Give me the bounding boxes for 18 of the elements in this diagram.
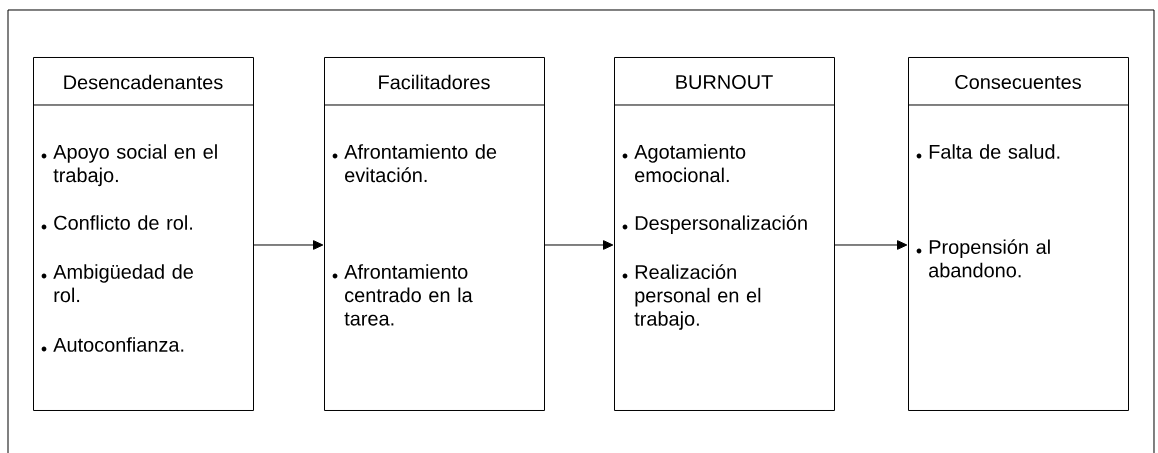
bullet-item: Agotamiento emocional. [622, 144, 746, 183]
column-heading: BURNOUT [676, 74, 773, 90]
bullet-item: Realización personal en el trabajo. [622, 264, 761, 330]
bullet-item: Afrontamiento centrado en la tarea. [332, 264, 473, 326]
bullet-item: Apoyo social en el trabajo. [41, 144, 217, 187]
bullet-item: Despersonalización [622, 215, 807, 234]
column-heading: Facilitadores [379, 74, 490, 90]
arrow [544, 240, 614, 250]
bullet-item: Autoconfianza. [41, 337, 184, 352]
bullet-item: Ambigüedad de rol. [41, 264, 193, 303]
column-heading: Desencadenantes [64, 74, 223, 90]
bullet-item: Afrontamiento de evitación. [332, 144, 497, 183]
bullet-item: Propensión al abandono. [916, 239, 1050, 278]
arrow [253, 240, 324, 250]
arrow [834, 240, 908, 250]
bullet-item: Falta de salud. [916, 144, 1060, 159]
column-heading: Consecuentes [955, 74, 1081, 90]
bullet-item: Conflicto de rol. [41, 215, 192, 230]
